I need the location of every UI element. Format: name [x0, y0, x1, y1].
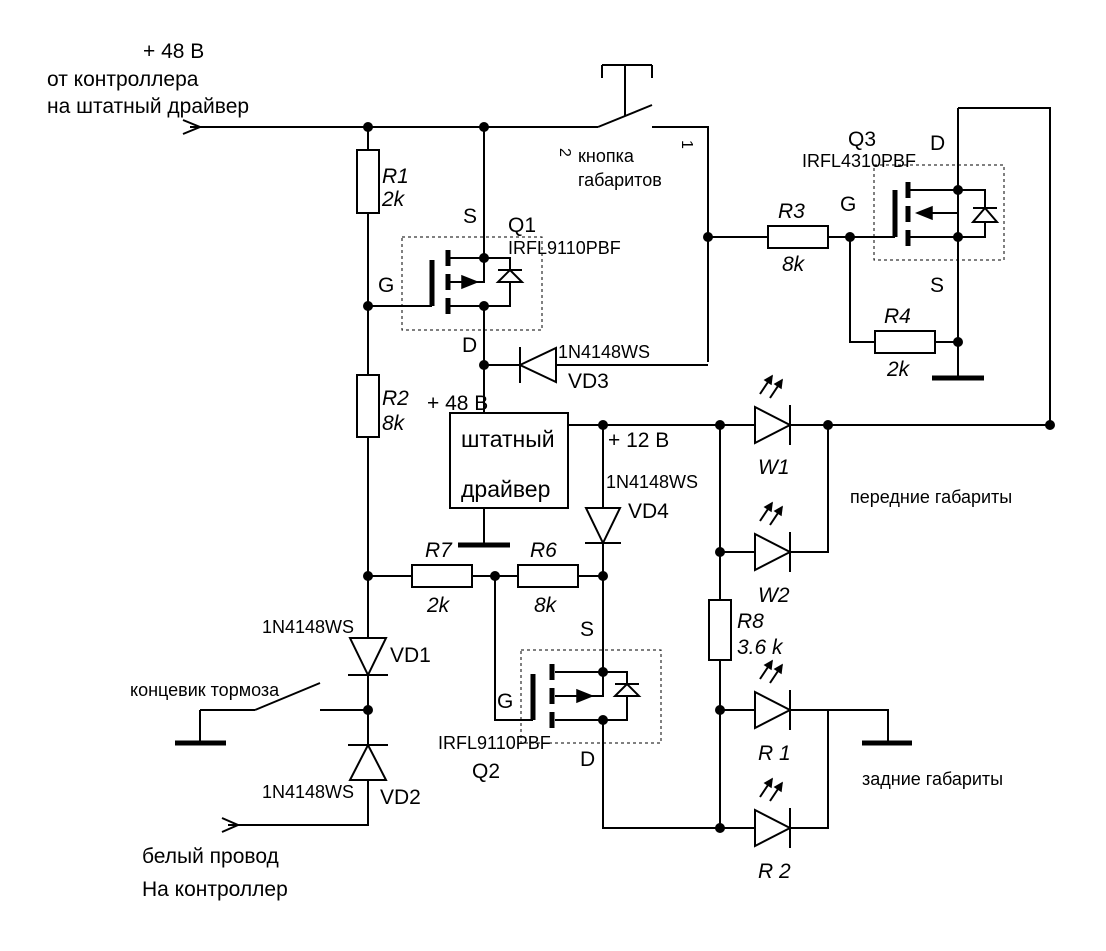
q1-s-label: S — [463, 205, 477, 228]
vd1-name: VD1 — [390, 644, 431, 667]
q1-name: Q1 — [508, 214, 536, 237]
resistor-r8 — [708, 599, 732, 661]
white-wire-label: белый провод — [142, 845, 279, 868]
q1-d-label: D — [462, 334, 477, 357]
led-r2 — [754, 777, 793, 848]
mosfet-q1-symbol — [401, 236, 543, 331]
wires — [182, 107, 1051, 833]
q2-name: Q2 — [472, 760, 500, 783]
diode-vd3 — [517, 346, 557, 384]
q3-part: IRFL4310PBF — [802, 151, 916, 171]
vd2-part: 1N4148WS — [262, 782, 354, 802]
r4-value: 2k — [886, 358, 911, 381]
junction-dots — [363, 122, 1055, 833]
driver-label-2: драйвер — [461, 476, 550, 502]
q2-g-label: G — [497, 690, 513, 713]
led-w2-label: W2 — [758, 584, 790, 607]
resistor-r2 — [356, 374, 380, 438]
q2-d-label: D — [580, 748, 595, 771]
diodes — [348, 346, 622, 781]
led-w1 — [754, 374, 793, 445]
leds — [754, 374, 793, 848]
r6-value: 8k — [534, 594, 558, 617]
mosfet-q2-symbol — [520, 649, 662, 744]
led-r1-label: R 1 — [758, 742, 791, 765]
diode-vd2 — [348, 742, 388, 781]
to-controller-label: На контроллер — [142, 878, 288, 901]
q3-d-label: D — [930, 132, 945, 155]
resistor-r1 — [356, 149, 380, 214]
r1-name: R1 — [382, 165, 409, 188]
button-pin1-label: 1 — [678, 140, 695, 149]
rear-lights-label: задние габариты — [862, 769, 1003, 789]
input-to-label: на штатный драйвер — [47, 95, 249, 118]
button-pin2-label: 2 — [556, 148, 573, 157]
button-label-1: кнопка — [578, 146, 635, 166]
driver-input-voltage: + 48 В — [427, 392, 488, 415]
r4-name: R4 — [884, 305, 911, 328]
r6-name: R6 — [530, 539, 557, 562]
ground-symbols — [175, 375, 984, 746]
front-lights-label: передние габариты — [850, 487, 1012, 507]
r8-value: 3.6 k — [737, 636, 784, 659]
r3-value: 8k — [782, 253, 806, 276]
vd4-name: VD4 — [628, 500, 669, 523]
r8-name: R8 — [737, 610, 764, 633]
r3-name: R3 — [778, 200, 805, 223]
vd4-part: 1N4148WS — [606, 472, 698, 492]
standard-driver-box — [449, 412, 569, 509]
driver-output-voltage: + 12 В — [608, 429, 669, 452]
resistors — [356, 149, 936, 661]
mosfet-q3-symbol — [873, 164, 1005, 261]
vd3-name: VD3 — [568, 370, 609, 393]
led-r1 — [754, 659, 793, 730]
input-voltage-label: + 48 В — [143, 40, 204, 63]
r2-name: R2 — [382, 387, 409, 410]
q2-s-label: S — [580, 618, 594, 641]
resistor-r4 — [874, 330, 936, 354]
resistor-r3 — [767, 225, 829, 249]
diode-vd4 — [584, 507, 622, 546]
vd1-part: 1N4148WS — [262, 617, 354, 637]
r1-value: 2k — [381, 188, 406, 211]
r7-value: 2k — [426, 594, 451, 617]
brake-switch-label: концевик тормоза — [130, 680, 280, 700]
text-labels: + 48 В от контроллера на штатный драйвер… — [47, 40, 1012, 901]
headlight-button-symbol — [597, 64, 653, 128]
vd2-name: VD2 — [380, 786, 421, 809]
led-w2 — [754, 501, 793, 572]
resistor-r7 — [411, 564, 473, 588]
q1-g-label: G — [378, 274, 394, 297]
q3-name: Q3 — [848, 128, 876, 151]
led-r2-label: R 2 — [758, 860, 791, 883]
q1-part: IRFL9110PBF — [508, 238, 621, 258]
button-label-2: габаритов — [578, 170, 662, 190]
vd3-part: 1N4148WS — [558, 342, 650, 362]
driver-label-1: штатный — [461, 426, 555, 452]
diode-vd1 — [348, 637, 388, 678]
r7-name: R7 — [425, 539, 453, 562]
led-w1-label: W1 — [758, 456, 790, 479]
input-from-label: от контроллера — [47, 68, 199, 91]
r2-value: 8k — [382, 412, 406, 435]
q3-s-label: S — [930, 274, 944, 297]
resistor-r6 — [517, 564, 579, 588]
q2-part: IRFL9110PBF — [438, 733, 551, 753]
q3-g-label: G — [840, 193, 856, 216]
